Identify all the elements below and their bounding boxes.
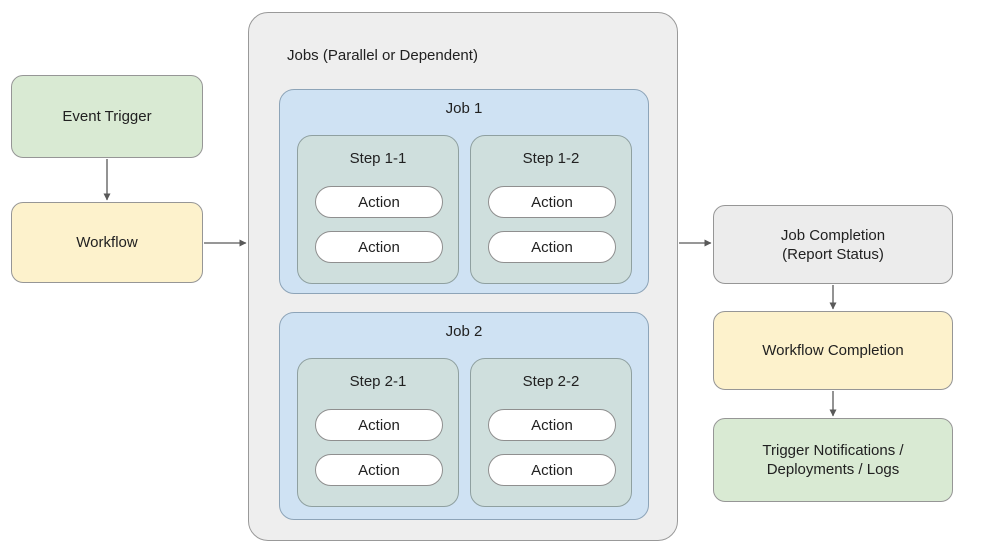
workflow-node: Workflow <box>11 202 203 283</box>
step-2-1-title: Step 2-1 <box>349 373 407 390</box>
step-1-1-node: Step 1-1 Action Action <box>297 135 459 284</box>
action-pill: Action <box>315 186 443 218</box>
workflow-label: Workflow <box>76 234 138 251</box>
action-label: Action <box>531 461 573 479</box>
job-completion-line2: (Report Status) <box>782 245 884 263</box>
action-pill: Action <box>315 231 443 263</box>
step-1-2-title: Step 1-2 <box>522 150 580 167</box>
jobs-container: Jobs (Parallel or Dependent) Job 1 Step … <box>248 12 678 541</box>
action-pill: Action <box>315 409 443 441</box>
step-2-2-title: Step 2-2 <box>522 373 580 390</box>
action-label: Action <box>531 238 573 256</box>
action-pill: Action <box>488 231 616 263</box>
job-1-title: Job 1 <box>445 100 483 117</box>
notifications-node: Trigger Notifications / Deployments / Lo… <box>713 418 953 502</box>
step-1-2-node: Step 1-2 Action Action <box>470 135 632 284</box>
workflow-completion-node: Workflow Completion <box>713 311 953 390</box>
action-label: Action <box>531 416 573 434</box>
workflow-completion-label: Workflow Completion <box>762 342 904 359</box>
action-label: Action <box>358 416 400 434</box>
event-trigger-node: Event Trigger <box>11 75 203 158</box>
job-completion-line1: Job Completion <box>780 226 886 244</box>
action-label: Action <box>358 461 400 479</box>
action-label: Action <box>358 193 400 211</box>
job-2-node: Job 2 Step 2-1 Action Action Step 2-2 Ac… <box>279 312 649 520</box>
action-pill: Action <box>315 454 443 486</box>
notifications-line2: Deployments / Logs <box>766 461 900 478</box>
step-2-1-node: Step 2-1 Action Action <box>297 358 459 507</box>
job-completion-node: Job Completion (Report Status) <box>713 205 953 284</box>
step-1-1-title: Step 1-1 <box>349 150 407 167</box>
notifications-line1: Trigger Notifications / <box>762 442 904 459</box>
job-1-node: Job 1 Step 1-1 Action Action Step 1-2 Ac… <box>279 89 649 294</box>
jobs-container-title: Jobs (Parallel or Dependent) <box>287 47 478 64</box>
action-label: Action <box>531 193 573 211</box>
action-pill: Action <box>488 454 616 486</box>
action-pill: Action <box>488 409 616 441</box>
event-trigger-label: Event Trigger <box>62 108 152 125</box>
step-2-2-node: Step 2-2 Action Action <box>470 358 632 507</box>
action-label: Action <box>358 238 400 256</box>
job-2-title: Job 2 <box>445 323 483 340</box>
action-pill: Action <box>488 186 616 218</box>
